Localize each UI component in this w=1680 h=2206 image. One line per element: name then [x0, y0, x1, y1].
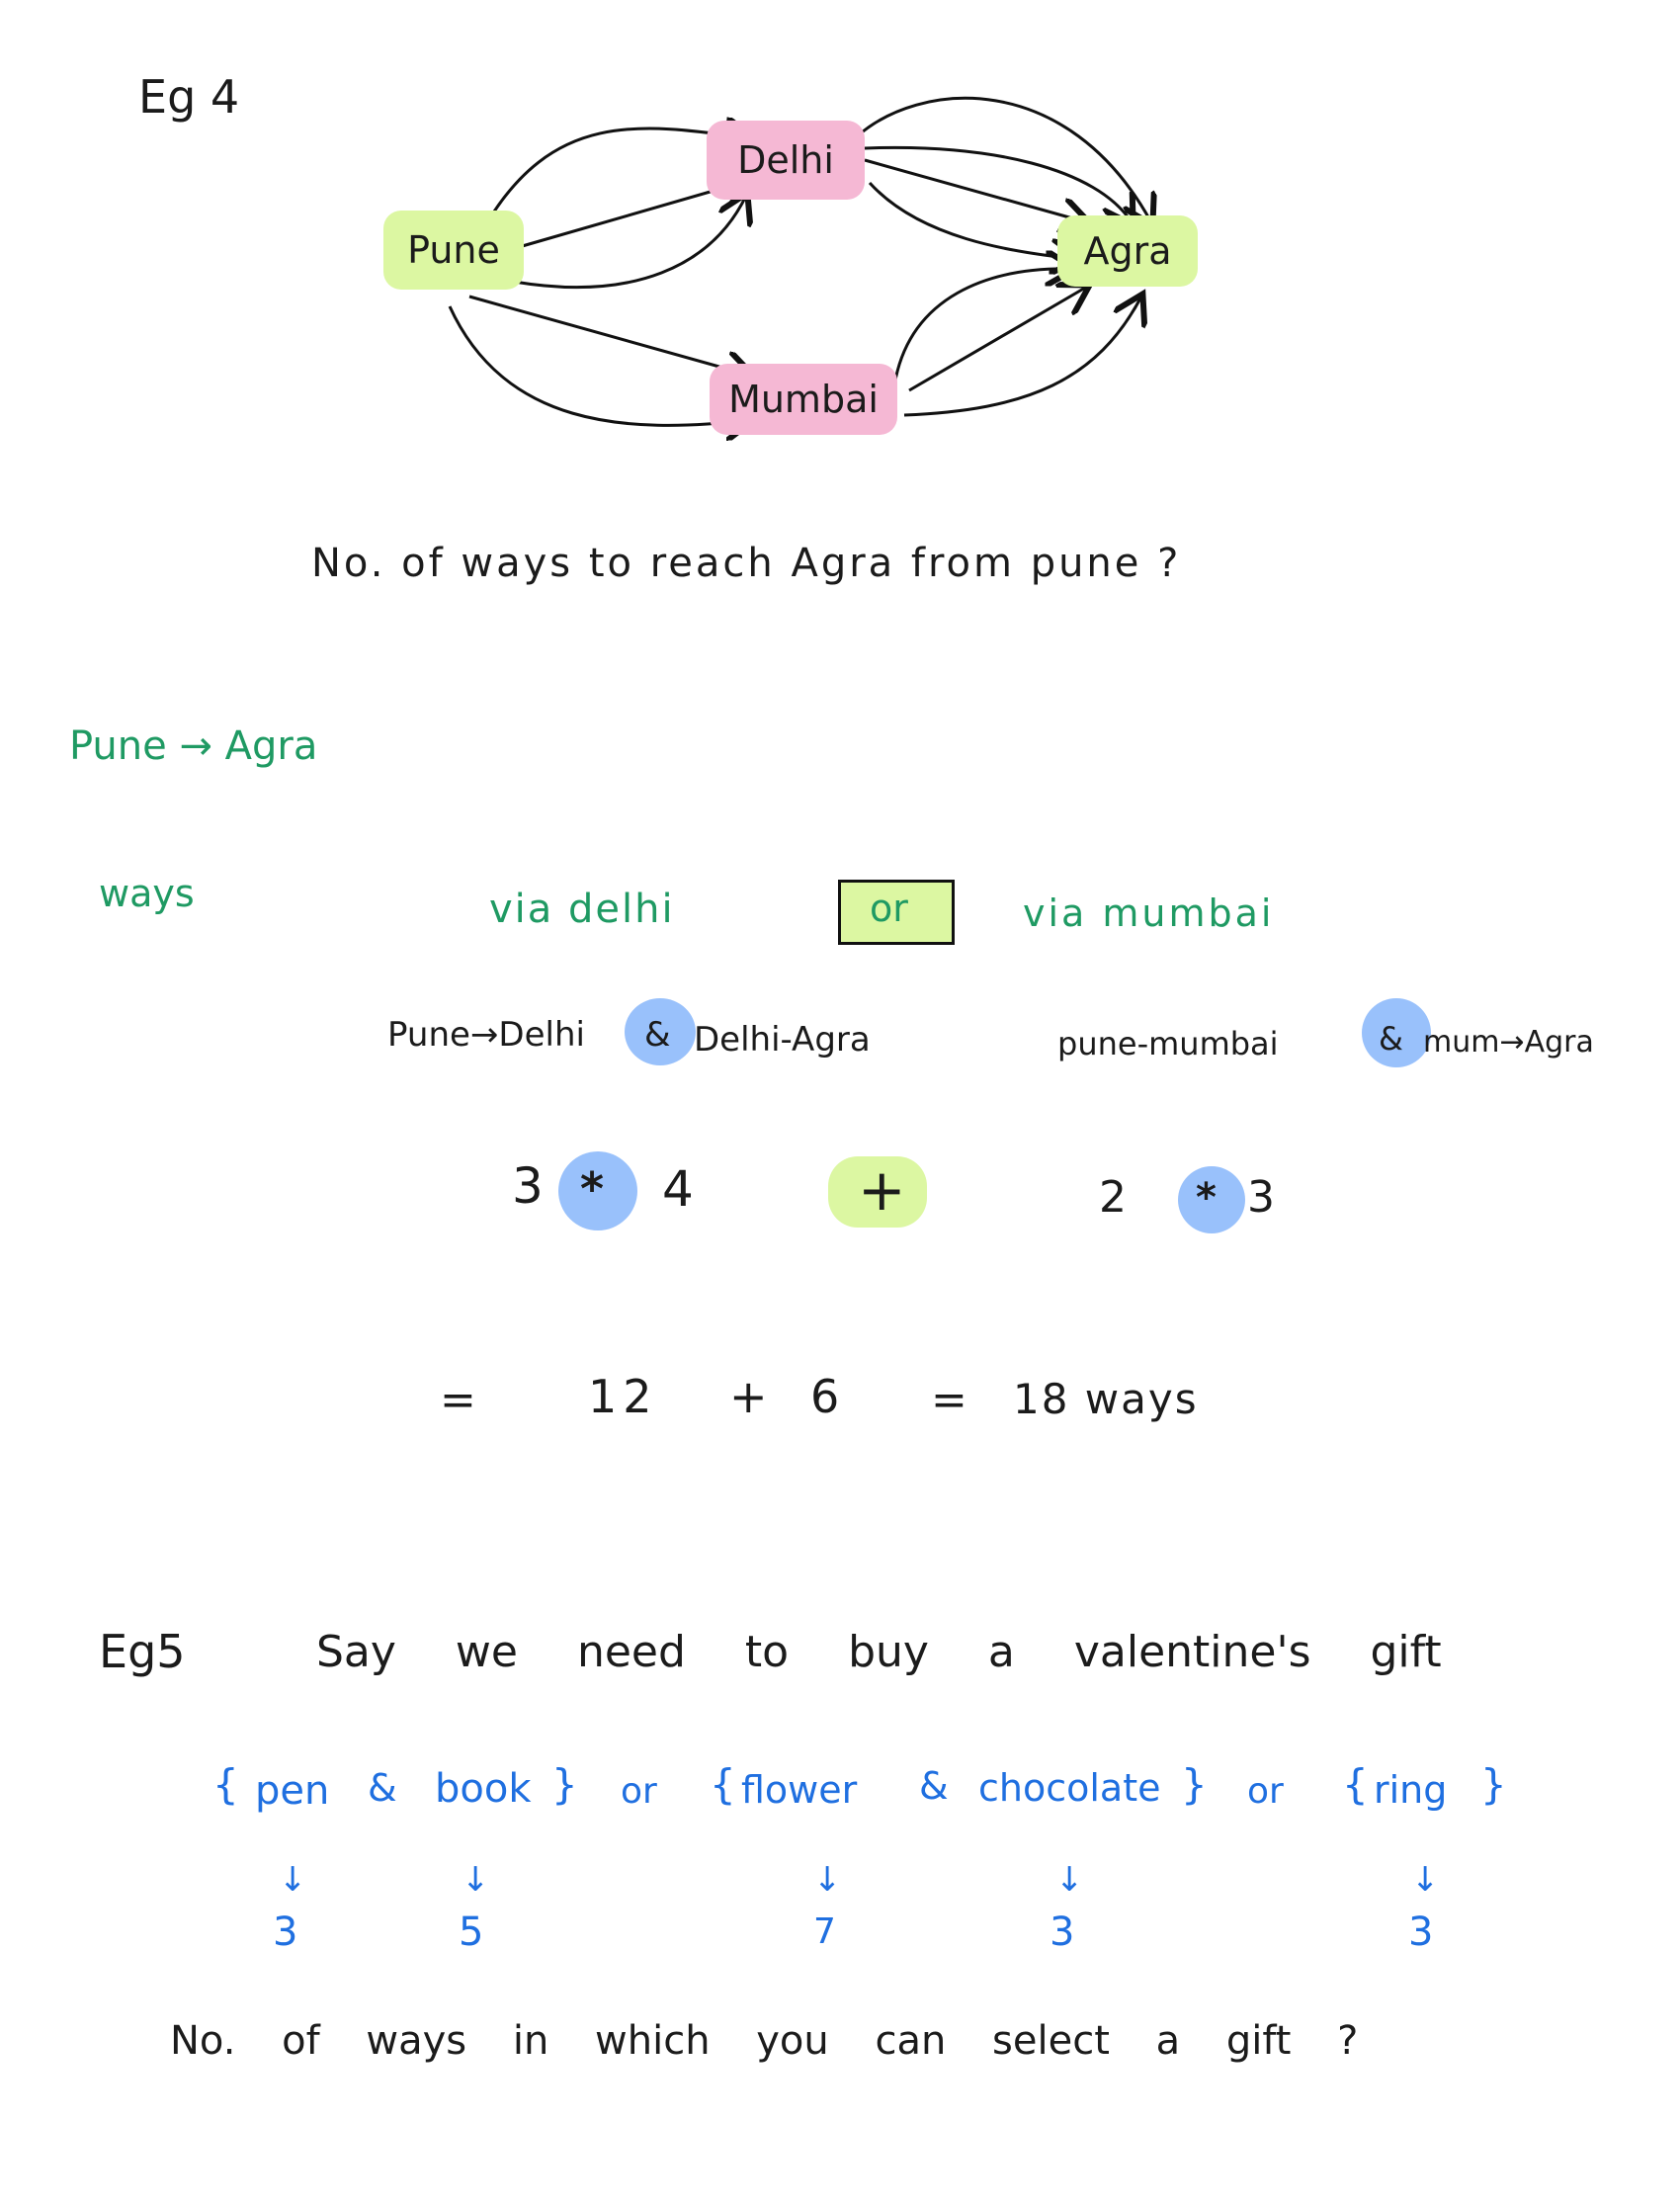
path-delhi-amp: &: [644, 1015, 671, 1055]
edge-delhi-agra-2: [864, 145, 1132, 222]
option-pen: pen: [255, 1768, 330, 1814]
edge-pune-mumbai-1: [468, 295, 751, 376]
calc-mumbai-op: *: [1196, 1175, 1217, 1221]
brace-open-2: {: [710, 1760, 736, 1809]
arrow-down-icon: ↓: [1411, 1860, 1440, 1900]
node-agra: Agra: [1057, 215, 1198, 287]
edge-pune-mumbai-2: [448, 305, 751, 425]
example-4-heading: Eg 4: [138, 70, 240, 124]
result-total: 18 ways: [1013, 1375, 1199, 1423]
option-flower: flower: [741, 1768, 858, 1812]
or-label: or: [870, 887, 908, 930]
mult-highlight-mumbai: [1178, 1166, 1245, 1233]
arrow-down-icon: ↓: [279, 1860, 307, 1900]
calc-delhi-a: 3: [512, 1157, 544, 1215]
brace-open-1: {: [212, 1760, 239, 1809]
result-a: 12: [588, 1370, 658, 1423]
calc-mumbai-b: 3: [1247, 1172, 1275, 1223]
path-pune-mumbai: pune-mumbai: [1057, 1025, 1279, 1062]
node-delhi: Delhi: [707, 121, 865, 200]
brace-close-2: }: [1181, 1760, 1208, 1809]
brace-close-3: }: [1480, 1760, 1507, 1809]
via-delhi-label: via delhi: [489, 887, 675, 932]
node-delhi-label: Delhi: [737, 138, 834, 182]
node-pune: Pune: [383, 211, 524, 290]
example-5-question: No. of ways in which you can select a gi…: [170, 2018, 1359, 2064]
edge-pune-delhi-3: [513, 196, 746, 289]
ways-label: ways: [99, 872, 195, 915]
arrow-down-icon: ↓: [813, 1860, 842, 1900]
example-4-question: No. of ways to reach Agra from pune ?: [311, 541, 1182, 586]
brace-open-3: {: [1342, 1760, 1369, 1809]
node-mumbai-label: Mumbai: [728, 378, 879, 421]
or-1: or: [621, 1771, 657, 1812]
count-chocolate: 3: [1050, 1909, 1075, 1955]
result-eq2: =: [931, 1375, 967, 1425]
edge-delhi-agra-4: [868, 181, 1077, 259]
count-flower: 7: [813, 1911, 836, 1952]
via-mumbai-label: via mumbai: [1023, 891, 1275, 935]
count-book: 5: [459, 1909, 484, 1955]
result-b: 6: [810, 1370, 840, 1423]
calc-delhi-op: *: [580, 1162, 605, 1216]
route-label: Pune → Agra: [69, 723, 318, 769]
node-pune-label: Pune: [407, 228, 500, 272]
edge-delhi-agra-1: [853, 96, 1151, 222]
option-book: book: [435, 1766, 532, 1812]
arrow-down-icon: ↓: [462, 1860, 490, 1900]
edge-delhi-agra-3: [864, 158, 1087, 222]
edge-mumbai-agra-3: [903, 297, 1141, 417]
calc-delhi-b: 4: [662, 1160, 694, 1218]
calc-mumbai-a: 2: [1099, 1172, 1127, 1223]
brace-close-1: }: [551, 1760, 578, 1809]
count-ring: 3: [1408, 1909, 1434, 1955]
path-mumbai-agra: mum→Agra: [1423, 1025, 1594, 1060]
amp-highlight-delhi: [625, 998, 696, 1065]
or-box: [838, 880, 955, 945]
mult-highlight-delhi: [558, 1151, 637, 1230]
edge-mumbai-agra-1: [892, 269, 1072, 386]
amp-flower-chocolate: &: [919, 1764, 949, 1808]
node-mumbai: Mumbai: [710, 364, 897, 435]
amp-pen-book: &: [368, 1766, 397, 1810]
calc-plus: +: [858, 1156, 906, 1224]
or-2: or: [1247, 1771, 1284, 1812]
option-chocolate: chocolate: [978, 1766, 1161, 1810]
node-agra-label: Agra: [1083, 229, 1172, 273]
example-5-statement: Say we need to buy a valentine's gift: [316, 1627, 1442, 1677]
path-pune-delhi: Pune→Delhi: [387, 1015, 585, 1055]
path-mumbai-amp: &: [1379, 1020, 1403, 1058]
amp-highlight-mumbai: [1362, 998, 1431, 1067]
route-graph: [448, 96, 1680, 474]
path-delhi-agra: Delhi-Agra: [694, 1020, 871, 1060]
result-eq1: =: [440, 1375, 476, 1425]
count-pen: 3: [273, 1909, 298, 1955]
result-plus: +: [729, 1370, 768, 1423]
arrow-down-icon: ↓: [1055, 1860, 1084, 1900]
edge-mumbai-agra-2: [908, 287, 1087, 392]
option-ring: ring: [1374, 1768, 1448, 1812]
plus-highlight: [828, 1156, 927, 1228]
example-5-heading: Eg5: [99, 1625, 186, 1678]
